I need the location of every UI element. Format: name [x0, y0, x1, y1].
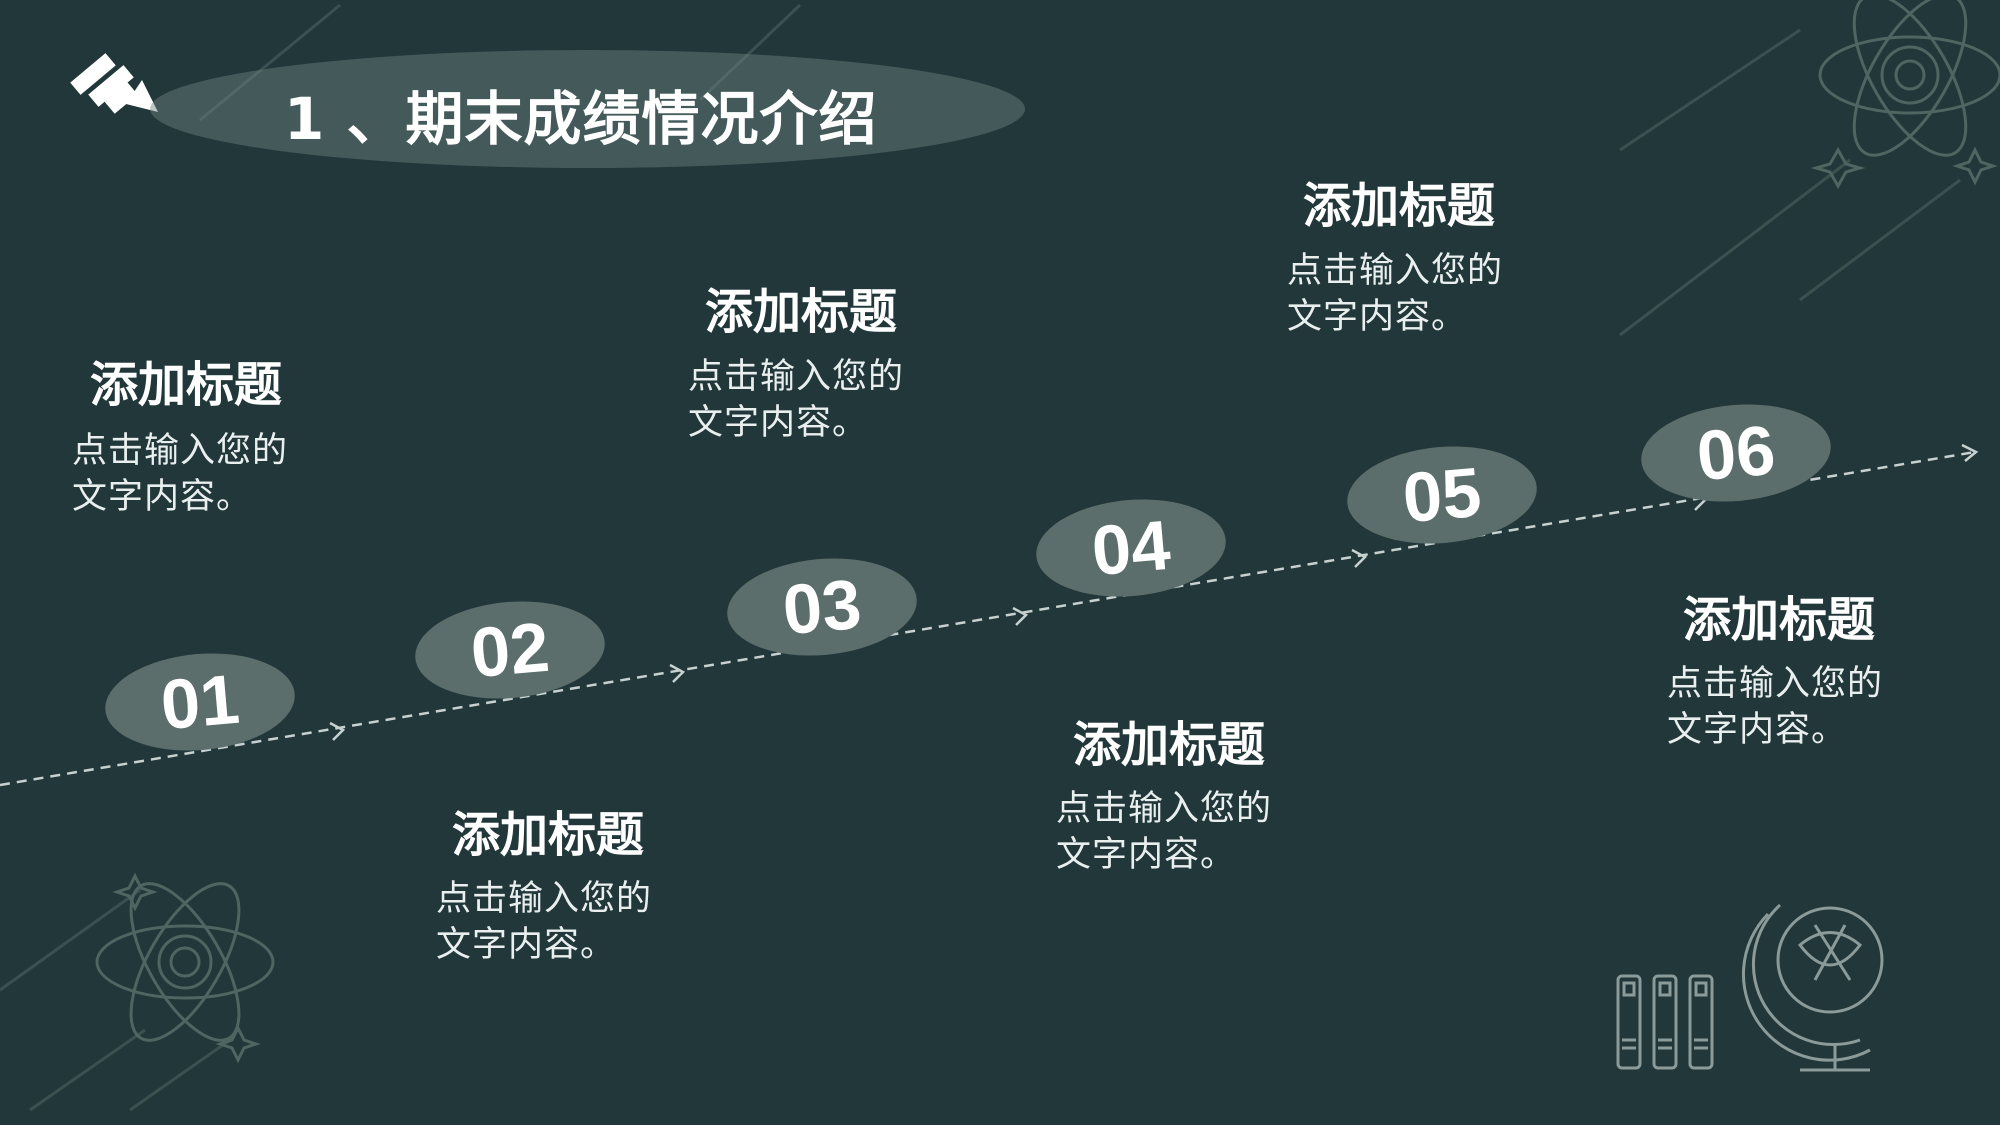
atom-icon: [95, 882, 275, 1042]
atom-icon: [1818, 0, 2000, 157]
globe-icon: [1741, 903, 1884, 1072]
step-desc-03: 点击输入您的文字内容。: [688, 357, 905, 443]
step-title-01: 添加标题: [90, 357, 283, 413]
step-desc-04: 点击输入您的文字内容。: [1056, 789, 1273, 875]
step-title-03: 添加标题: [705, 284, 898, 340]
step-desc-02: 点击输入您的文字内容。: [436, 879, 653, 965]
step-desc-06: 点击输入您的文字内容。: [1667, 664, 1884, 750]
step-title-04: 添加标题: [1073, 717, 1266, 773]
page-title: 1 、期末成绩情况介绍: [284, 85, 878, 153]
step-desc-01: 点击输入您的文字内容。: [72, 431, 289, 517]
step-desc-05: 点击输入您的文字内容。: [1287, 251, 1504, 337]
step-title-05: 添加标题: [1303, 178, 1496, 234]
step-title-06: 添加标题: [1683, 592, 1876, 648]
pencil-logo-icon: [70, 53, 158, 114]
step-title-02: 添加标题: [452, 807, 645, 863]
books-icon: [1616, 974, 1714, 1070]
header-pill: [150, 50, 1025, 168]
